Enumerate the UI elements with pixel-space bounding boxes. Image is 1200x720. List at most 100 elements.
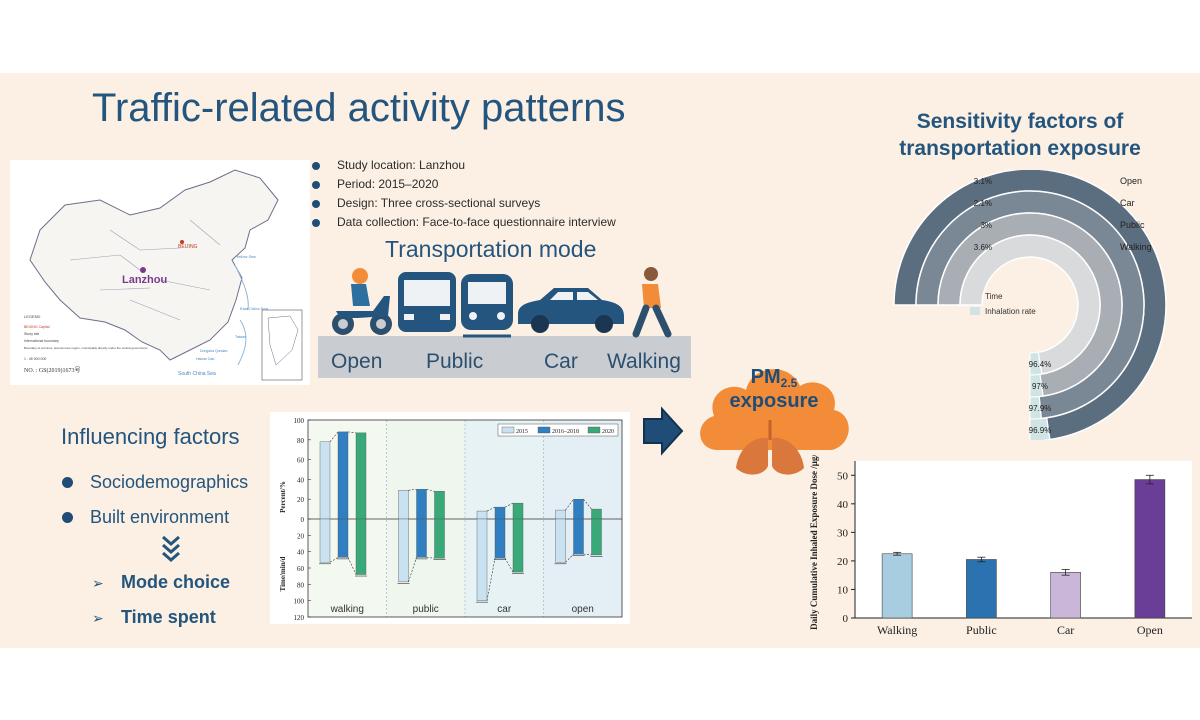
ring-inhalation-label: 3.1% <box>974 177 992 186</box>
ring-label: Walking <box>1120 242 1152 252</box>
map-scale: 1 : 45 000 000 <box>24 357 46 361</box>
x-tick-label: Car <box>1057 623 1074 637</box>
bar-time <box>512 518 524 573</box>
ring-time-label: 96.9% <box>1029 426 1052 435</box>
lungs-icon <box>736 420 804 475</box>
study-design-text: Design: Three cross-sectional surveys <box>337 196 541 210</box>
province-borders <box>69 219 221 321</box>
x-tick-label: Open <box>1137 623 1163 637</box>
ring-label: Car <box>1120 198 1135 208</box>
sea-label: Hainan Dao <box>196 357 215 361</box>
ring-time-label: 97% <box>1032 382 1048 391</box>
bar-percent <box>573 498 584 520</box>
train-icon <box>461 274 513 338</box>
factor-sociodemographics: Sociodemographics <box>90 472 249 492</box>
map-legend-item: International boundary <box>24 339 59 343</box>
x-tick-label: Walking <box>877 623 917 637</box>
bullet-icon <box>312 199 320 208</box>
bar-time <box>555 518 566 563</box>
bar-time <box>494 518 506 559</box>
pm-text: PM <box>750 366 781 388</box>
ring-segment-time <box>959 234 1101 375</box>
pm25-cloud-icon <box>700 369 849 475</box>
y-tick-label: 0 <box>301 516 305 524</box>
y-tick-label: 100 <box>294 598 305 606</box>
bus-icon <box>398 272 456 332</box>
bar-percent <box>416 489 427 520</box>
ring-time-label: 97.9% <box>1029 404 1052 413</box>
study-location-text: Study location: Lanzhou <box>337 158 466 172</box>
trend-line <box>329 557 339 563</box>
legend-swatch-time <box>970 292 980 300</box>
trend-line <box>504 558 514 573</box>
category-label: open <box>572 604 594 615</box>
sea-label: Dongsha Qundao <box>200 349 227 353</box>
y-tick-label: 20 <box>297 496 305 504</box>
bar-time <box>573 518 584 555</box>
y-tick-label: 50 <box>837 470 849 482</box>
sensitivity-title-line: Sensitivity factors of <box>916 110 1124 133</box>
legend-swatch <box>501 426 515 434</box>
sea-label: South China Sea <box>178 371 216 377</box>
bullet-icon <box>312 180 320 189</box>
map-legend-item: Study site <box>24 332 39 336</box>
mode-label-public: Public <box>426 350 484 373</box>
trend-line <box>583 553 592 556</box>
bar-percent <box>555 509 566 520</box>
trend-line <box>565 499 574 511</box>
y-axis-label-top: Percent/% <box>279 481 287 513</box>
y-tick-label: 80 <box>297 437 305 445</box>
bar-percent <box>476 510 488 520</box>
study-site-marker <box>140 267 146 273</box>
bar-percent <box>494 506 506 520</box>
page-title: Traffic-related activity patterns <box>92 86 626 130</box>
outcome-time-spent: Time spent <box>121 607 216 627</box>
bar-percent <box>434 491 445 520</box>
inset-outline <box>267 315 299 366</box>
chart-frame <box>307 419 623 618</box>
map-legend-item: Boundary of province, autonomous region,… <box>24 346 148 350</box>
coastline <box>234 264 249 366</box>
y-tick-label: 40 <box>297 476 305 484</box>
trend-line <box>347 431 357 434</box>
transport-mode-bar <box>318 336 691 378</box>
arrow-right-icon: ➢ <box>92 610 104 626</box>
bar <box>1050 572 1081 619</box>
y-tick-label: 100 <box>294 417 305 425</box>
bar-time <box>337 518 349 558</box>
bar-percent <box>337 431 349 520</box>
y-tick-label: 20 <box>837 556 849 568</box>
bar-time <box>355 518 367 575</box>
bullet-icon <box>312 161 320 170</box>
ring-inhalation-label: 3% <box>980 221 992 230</box>
y-axis-label-bottom: Time/min/d <box>279 556 287 591</box>
bar <box>1134 479 1166 619</box>
arrow-right-icon: ➢ <box>92 575 104 591</box>
trend-line <box>329 431 339 442</box>
trend-line <box>486 506 496 512</box>
ring-inhalation-label: 2.1% <box>974 199 992 208</box>
map-number: NO. : GS(2019)1673号 <box>24 367 81 374</box>
sensitivity-title: Sensitivity factors of transportation ex… <box>870 108 1170 162</box>
trend-line <box>408 557 417 582</box>
y-tick-label: 0 <box>843 613 849 625</box>
bar-percent <box>319 441 331 520</box>
legend-label-inhalation: Inhalation rate <box>985 307 1036 316</box>
pm25-exposure-label: PM2.5 exposure <box>724 366 824 413</box>
study-info-item: Design: Three cross-sectional surveys <box>312 194 616 213</box>
capital-marker <box>180 240 184 244</box>
mode-label-car: Car <box>544 350 578 373</box>
trend-line <box>408 489 417 491</box>
influencing-factors-title: Influencing factors <box>61 424 240 449</box>
mode-label-walking: Walking <box>607 350 681 373</box>
exposure-text: exposure <box>729 390 819 413</box>
y-tick-label: 20 <box>297 532 305 540</box>
bar-time <box>416 518 427 558</box>
y-tick-label: 10 <box>837 584 849 596</box>
bar-percent <box>398 490 409 520</box>
legend-swatch <box>587 426 601 434</box>
y-tick-label: 40 <box>837 499 849 511</box>
china-outline <box>29 169 279 361</box>
trend-line <box>426 557 435 559</box>
